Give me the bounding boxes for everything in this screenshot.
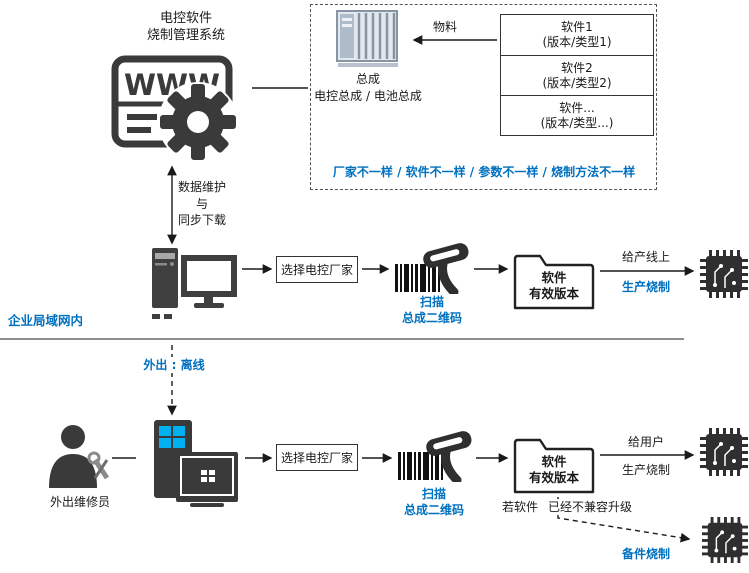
folder-line2: 有效版本 bbox=[528, 286, 579, 301]
select-vendor-box-row2: 选择电控厂家 bbox=[276, 444, 358, 471]
lan-label: 企业局域网内 bbox=[8, 313, 84, 328]
production-burn-label-row2: 生产烧制 bbox=[621, 463, 670, 477]
software-version: (版本/类型1) bbox=[542, 35, 612, 49]
folder-label-row1: 软件 有效版本 bbox=[512, 270, 596, 302]
title-line2: 烧制管理系统 bbox=[146, 28, 225, 43]
software-name: 软件... bbox=[559, 100, 595, 115]
barcode bbox=[395, 264, 440, 292]
page-title: 电控软件 烧制管理系统 bbox=[126, 10, 246, 44]
barcode bbox=[398, 452, 443, 480]
variability-note: 厂家不一样 / 软件不一样 / 参数不一样 / 烧制方法不一样 bbox=[332, 165, 636, 179]
desktop-pc-icon bbox=[138, 246, 238, 326]
scanner-gun bbox=[423, 243, 469, 268]
select-vendor-label: 选择电控厂家 bbox=[280, 263, 353, 277]
assembly-caption: 总成 电控总成 / 电池总成 bbox=[306, 71, 430, 104]
scanner-handle bbox=[438, 259, 459, 297]
title-line1: 电控软件 bbox=[159, 11, 212, 26]
material-label: 物料 bbox=[432, 20, 457, 34]
folder-icon bbox=[512, 246, 596, 312]
scan-line1: 扫描 bbox=[419, 295, 444, 309]
folder-line1: 软件 bbox=[541, 454, 567, 469]
to-user-label: 给用户 bbox=[627, 435, 664, 449]
technician-icon bbox=[45, 424, 113, 492]
software-version: (版本/类型2) bbox=[542, 75, 612, 90]
folder-line1: 软件 bbox=[541, 270, 567, 285]
scan-label-row1: 扫描 总成二维码 bbox=[392, 294, 472, 326]
folder-line2: 有效版本 bbox=[528, 470, 579, 485]
offline-label: 外出 : 离线 bbox=[141, 357, 207, 373]
folder-label-row2: 软件 有效版本 bbox=[512, 454, 596, 486]
scan-label-row2: 扫描 总成二维码 bbox=[394, 486, 474, 518]
offline-computer-icon bbox=[140, 418, 240, 508]
barcode-scanner-icon-row2 bbox=[396, 424, 474, 485]
scan-line2: 总成二维码 bbox=[401, 311, 462, 325]
assembly-server-icon bbox=[336, 10, 400, 68]
software-table-row: 软件2 (版本/类型2) bbox=[501, 55, 653, 95]
software-table: 软件1 (版本/类型1) 软件2 (版本/类型2) 软件... (版本/类型..… bbox=[500, 14, 654, 136]
sync-line3: 同步下载 bbox=[177, 213, 226, 227]
chip-icon-row1 bbox=[700, 250, 748, 298]
windows-logo-icon bbox=[159, 426, 185, 448]
chip-icon-row2 bbox=[700, 428, 748, 476]
condition-prefix: 若软件 bbox=[502, 500, 539, 514]
scanner-gun bbox=[426, 431, 472, 456]
upgrade-condition: 若软件 已经不兼容升级 bbox=[502, 499, 635, 515]
to-production-line-label: 给产线上 bbox=[621, 250, 670, 264]
production-burn-label-row1: 生产烧制 bbox=[621, 280, 670, 294]
select-vendor-label: 选择电控厂家 bbox=[280, 451, 353, 465]
gear-icon bbox=[160, 84, 236, 160]
software-version: (版本/类型...) bbox=[540, 115, 614, 130]
assembly-panel bbox=[310, 4, 657, 190]
software-name: 软件1 bbox=[561, 20, 593, 34]
folder-icon-row2 bbox=[512, 430, 596, 496]
sync-line2: 与 bbox=[195, 196, 208, 211]
scanner-handle bbox=[441, 447, 462, 485]
web-system-icon: WWW bbox=[110, 54, 242, 164]
condition-text: 已经不兼容升级 bbox=[546, 499, 635, 515]
software-table-row: 软件... (版本/类型...) bbox=[501, 95, 653, 135]
assembly-caption-line1: 总成 bbox=[355, 72, 380, 86]
spare-burn-label: 备件烧制 bbox=[612, 546, 680, 562]
sync-label: 数据维护 与 同步下载 bbox=[170, 179, 234, 229]
browser-window-icon: WWW bbox=[111, 55, 238, 162]
wrench-icon bbox=[87, 451, 110, 480]
select-vendor-box-row1: 选择电控厂家 bbox=[276, 256, 358, 283]
scan-line1: 扫描 bbox=[421, 487, 446, 501]
assembly-caption-line2: 电控总成 / 电池总成 bbox=[314, 88, 422, 103]
sync-line1: 数据维护 bbox=[177, 180, 226, 194]
chip-icon-spare bbox=[702, 516, 748, 564]
software-table-row: 软件1 (版本/类型1) bbox=[501, 15, 653, 55]
software-name: 软件2 bbox=[561, 60, 593, 75]
technician-label: 外出维修员 bbox=[49, 495, 110, 509]
scan-line2: 总成二维码 bbox=[403, 503, 464, 517]
barcode-scanner-icon bbox=[393, 236, 471, 297]
